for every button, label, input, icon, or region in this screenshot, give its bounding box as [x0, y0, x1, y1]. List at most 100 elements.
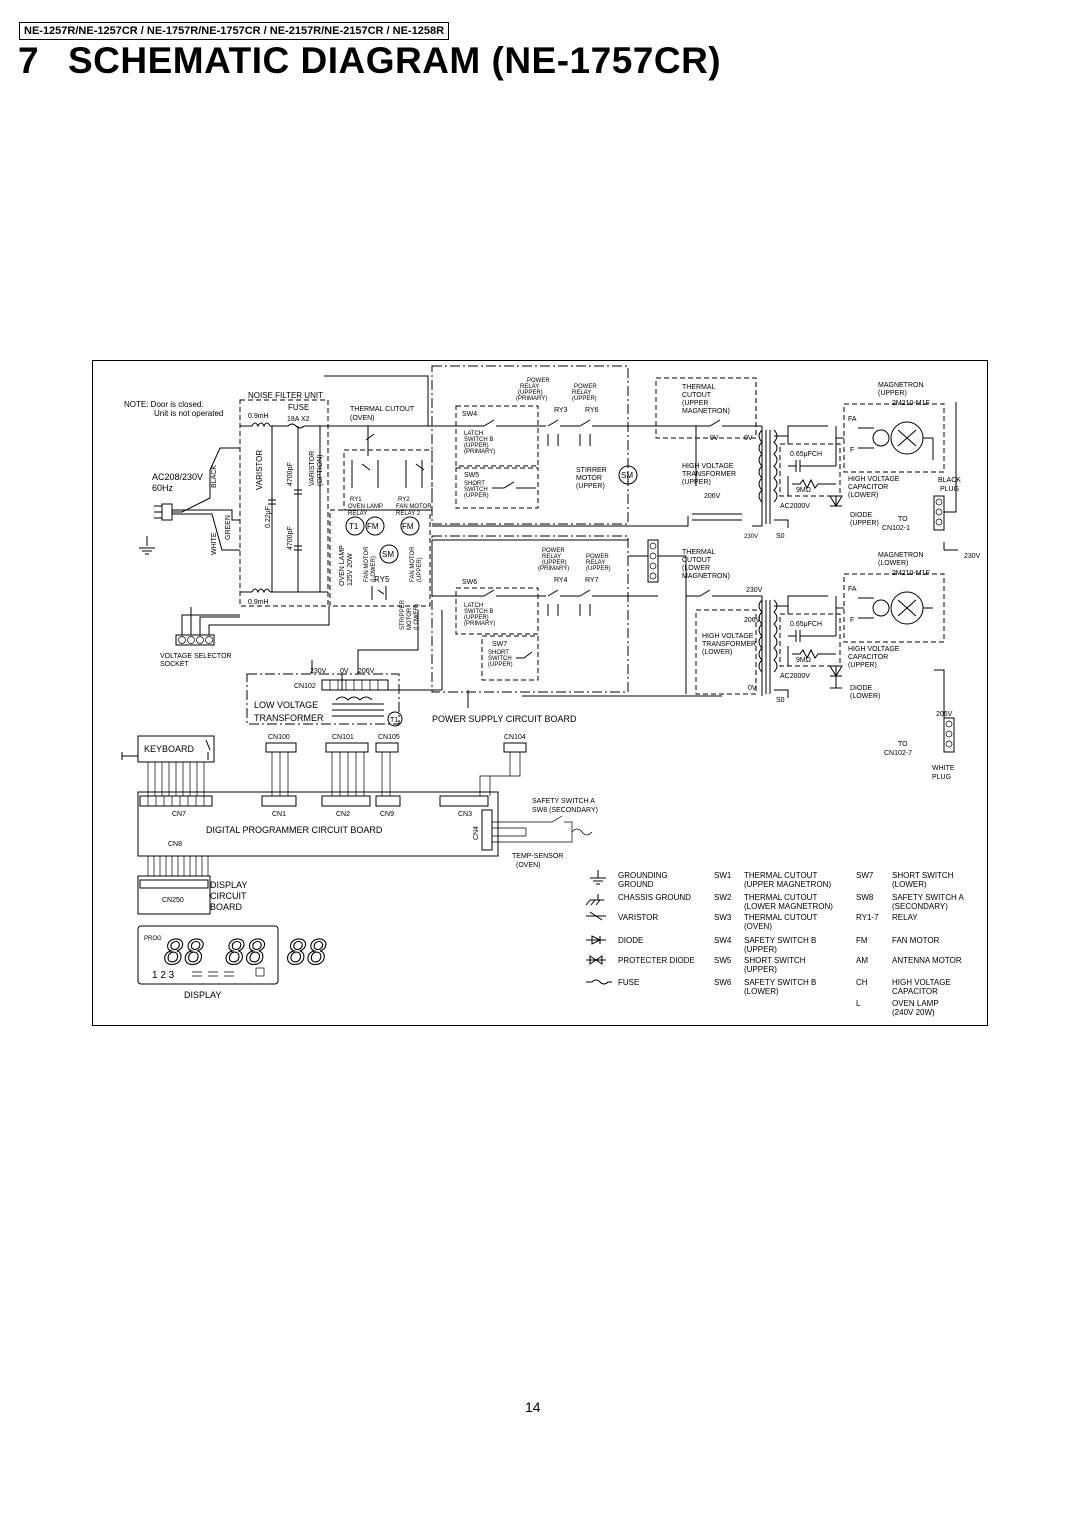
connector-ribbons: CN100 CN101 CN105 CN104 [265, 734, 527, 796]
ac2000-upper: AC2000V [780, 503, 810, 510]
stripper-label-3: (LOWER) [414, 604, 420, 630]
latch-upper-1: LATCH [464, 431, 483, 437]
ch-code: CH [856, 978, 868, 987]
short-upper-2: SWITCH [464, 487, 488, 493]
tc-upper-1: THERMAL [682, 384, 716, 391]
tc-oven-2: (OVEN) [350, 415, 375, 422]
hvt-upper-coil-icon [752, 426, 789, 528]
legend-chassis: CHASSIS GROUND [618, 893, 691, 902]
v230-lower-a: 230V [746, 587, 763, 594]
display-prog: PROG [144, 936, 162, 942]
v206-upper: 206V [704, 493, 721, 500]
pr-upper-primary-2: RELAY [520, 384, 539, 390]
fm-symbol-2: FM [402, 522, 414, 531]
tc-lower-4: MAGNETRON) [682, 573, 730, 580]
fa-lower: FA [848, 586, 857, 593]
sw1-text-2: (UPPER MAGNETRON) [744, 880, 831, 889]
cn250-label: CN250 [162, 897, 184, 904]
mag-lower-2: (LOWER) [878, 560, 908, 567]
fm-symbol-1: FM [367, 522, 379, 531]
t1-lower-symbol: T1 [390, 717, 398, 724]
pr-lower-primary-1: POWER [542, 548, 565, 554]
note-text: NOTE: Door is closed. Unit is not operat… [124, 400, 223, 418]
fan-motor-icon [365, 516, 385, 536]
diode-lower-icon [829, 665, 843, 689]
cap-upper-value: 0.65μFCH [790, 451, 822, 458]
cn102-tap-230: 230V [310, 668, 327, 675]
transformer-t1-icon [345, 516, 365, 536]
plug-upper-1: BLACK [938, 477, 961, 484]
hvc-lower-2: CAPACITOR [848, 654, 888, 661]
mag-lower-1: MAGNETRON [878, 552, 924, 559]
sm-symbol: SM [382, 550, 394, 559]
power-input: AC208/230V 60Hz BLACK WHITE GREEN [139, 447, 240, 555]
cn100-label: CN100 [268, 734, 290, 741]
ry3-label: RY3 [554, 407, 568, 414]
wire-green-label: GREEN [225, 515, 232, 540]
input-frequency: 60Hz [152, 483, 174, 493]
cn4-label: CN4 [473, 826, 480, 840]
ry2-label: RY2 [398, 497, 410, 503]
voltage-selector-label-2: SOCKET [160, 661, 190, 668]
to-lower-2: CN102-7 [884, 750, 912, 757]
grounding-icon [590, 870, 606, 885]
legend-grounding-1: GROUNDING [618, 871, 668, 880]
to-upper-2: CN102-1 [882, 525, 910, 532]
ry1-label: RY1 [350, 497, 362, 503]
ch-text-1: HIGH VOLTAGE [892, 978, 951, 987]
temp-sensor-1: TEMP-SENSOR [512, 853, 563, 860]
pr-upper-primary-3: (UPPER) [518, 390, 543, 396]
main-wiring [311, 375, 742, 708]
digital-board-label: DIGITAL PROGRAMMER CIRCUIT BOARD [206, 825, 383, 835]
pr-upper-primary-4: (PRIMARY) [516, 396, 547, 402]
latch-lower-1: LATCH [464, 603, 483, 609]
sw6-label: SW6 [462, 579, 477, 586]
schematic-diagram: NOTE: Door is closed. Unit is not operat… [92, 360, 988, 1026]
hvt-upper-1: HIGH VOLTAGE [682, 463, 734, 470]
l-text-2: (240V 20W) [892, 1008, 935, 1017]
power-supply-board-label: POWER SUPPLY CIRCUIT BOARD [432, 714, 577, 724]
upper-relay-block: POWER RELAY (UPPER) (PRIMARY) POWER RELA… [431, 365, 638, 525]
display-label: DISPLAY [184, 990, 221, 1000]
latch-lower-2: SWITCH B [464, 609, 493, 615]
cn104-label: CN104 [504, 734, 526, 741]
cap-lower-value: 0.65μFCH [790, 621, 822, 628]
s0-upper: S0 [776, 533, 785, 540]
sw6-code: SW6 [714, 978, 732, 987]
safety-switch-a-1: SAFETY SWITCH A [532, 798, 595, 805]
am-text: ANTENNA MOTOR [892, 956, 962, 965]
short-upper-3: (UPPER) [464, 493, 489, 499]
pr-lower-2: RELAY [586, 560, 605, 566]
oven-lamp-label-2: 125V 20W [347, 553, 354, 586]
diode-upper-2: (UPPER) [850, 520, 879, 527]
display-digits: 88 88 88 [164, 933, 328, 973]
stripper-label-2: MOTOR [407, 607, 413, 630]
sw8-code: SW8 [856, 893, 874, 902]
t1-symbol: T1 [349, 522, 359, 531]
plug-upper-2: PLUG [940, 486, 959, 493]
tc-lower-3: (LOWER [682, 565, 710, 572]
sw3-code: SW3 [714, 913, 732, 922]
fan-motor-2-icon [400, 516, 420, 536]
voltage-selector-socket: VOLTAGE SELECTOR SOCKET [160, 606, 330, 668]
fm-code: FM [856, 936, 868, 945]
ry2-text-2: RELAY 2 [396, 511, 421, 517]
cn102-tap-0: 0V [340, 668, 349, 675]
tc-upper-2: CUTOUT [682, 392, 712, 399]
ry1-text-2: RELAY [348, 511, 367, 517]
sw3-text-1: THERMAL CUTOUT [744, 913, 817, 922]
ry5-label: RY5 [374, 575, 390, 584]
legend-fuse: FUSE [618, 978, 639, 987]
hvt-lower-3: (LOWER) [702, 649, 732, 656]
hvt-upper-3: (UPPER) [682, 479, 711, 486]
sw1-code: SW1 [714, 871, 732, 880]
sw5-text-2: (UPPER) [744, 965, 777, 974]
pr-lower-1: POWER [586, 554, 609, 560]
cap3-value: 4700pF [287, 526, 294, 550]
sw2-text-2: (LOWER MAGNETRON) [744, 902, 833, 911]
ry7-label: RY7 [585, 577, 599, 584]
inductor-bottom-icon [251, 588, 271, 594]
section-title: SCHEMATIC DIAGRAM (NE-1757CR) [68, 40, 722, 81]
varistor-label: VARISTOR [255, 450, 264, 490]
legend-grounding-2: GROUND [618, 880, 654, 889]
